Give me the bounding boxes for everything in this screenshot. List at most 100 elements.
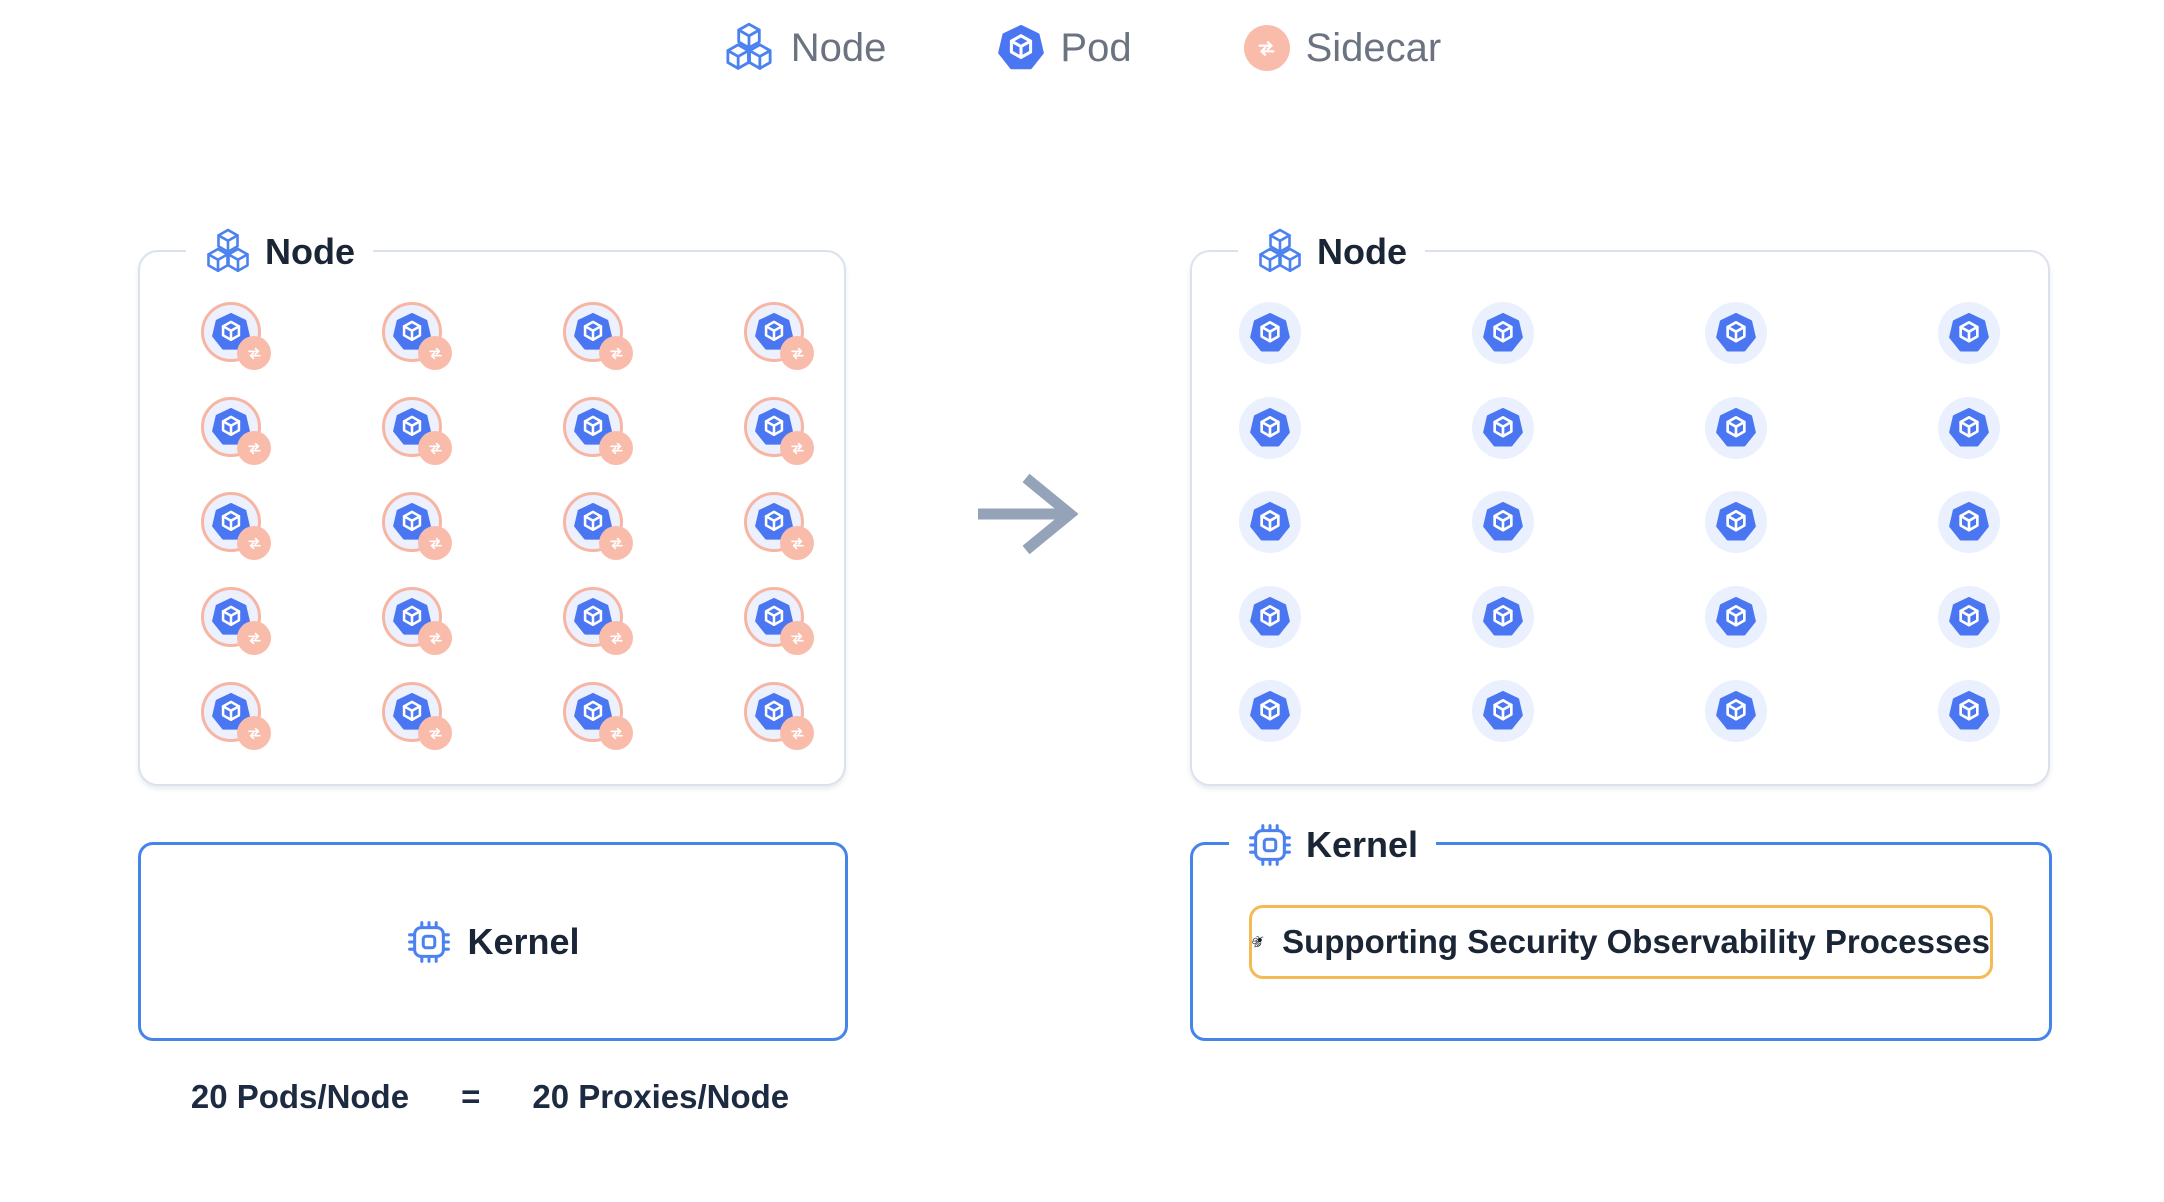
sidecar-badge	[780, 526, 814, 560]
pod-circle	[201, 302, 261, 362]
legend-pod-label: Pod	[1060, 25, 1132, 70]
kernel-box-plain: Kernel	[138, 842, 848, 1041]
pod	[1239, 396, 1301, 459]
pod	[1938, 396, 2000, 459]
pod-icon	[1716, 597, 1756, 637]
pod-with-sidecar	[201, 397, 271, 465]
pod-with-sidecar	[201, 492, 271, 560]
pod-icon	[1483, 408, 1523, 448]
kernel-label-text: Kernel	[1306, 824, 1419, 865]
pod-circle	[382, 302, 442, 362]
legend-node-label: Node	[790, 25, 887, 70]
sidecar-badge	[237, 526, 271, 560]
pod-icon	[1483, 691, 1523, 731]
sidecar-swap-icon	[244, 438, 265, 459]
cpu-chip-icon	[406, 919, 452, 965]
kernel-label: Kernel	[406, 919, 580, 965]
sidecar-badge	[599, 621, 633, 655]
pod	[1472, 396, 1534, 459]
pod-circle	[1938, 396, 2000, 459]
pod	[1705, 396, 1767, 459]
pod-icon	[1483, 502, 1523, 542]
sidecar-swap-icon	[244, 628, 265, 649]
pod-circle	[1938, 491, 2000, 553]
pod-icon	[1250, 597, 1290, 637]
pod-icon	[1250, 502, 1290, 542]
pod	[1239, 680, 1301, 742]
kernel-label: Kernel	[1229, 818, 1437, 872]
pod-circle	[1472, 396, 1534, 459]
pod-with-sidecar	[744, 302, 814, 370]
pod	[1705, 585, 1767, 648]
node-cubes-icon	[723, 22, 775, 74]
pod-circle	[1705, 585, 1767, 648]
sidecar-badge	[599, 336, 633, 370]
pod	[1472, 680, 1534, 742]
pod-circle	[744, 682, 804, 742]
sidecar-swap-icon	[425, 533, 446, 554]
pod	[1239, 585, 1301, 648]
pod-circle	[1239, 491, 1301, 553]
sidecar-swap-icon	[787, 438, 808, 459]
formula-lhs: 20 Pods/Node	[190, 1078, 410, 1115]
pod-circle	[563, 492, 623, 552]
pod-with-sidecar	[382, 492, 452, 560]
pod-with-sidecar	[382, 302, 452, 370]
pod	[1239, 491, 1301, 553]
pod	[1938, 680, 2000, 742]
process-label: Supporting Security Observability Proces…	[1282, 923, 1990, 960]
pod-icon	[1716, 408, 1756, 448]
sidecar-swap-icon	[787, 343, 808, 364]
kernel-box-with-process: Kernel Supporting Security Observability…	[1190, 818, 2052, 1041]
sidecar-badge	[418, 526, 452, 560]
sidecar-badge	[599, 526, 633, 560]
sidecar-badge	[780, 621, 814, 655]
pod-with-sidecar	[744, 492, 814, 560]
pod-circle	[1705, 302, 1767, 364]
pod-icon	[1250, 408, 1290, 448]
sidecar-badge	[418, 621, 452, 655]
pod-icon	[1949, 313, 1989, 353]
pod	[1938, 585, 2000, 648]
sidecar-swap-icon	[787, 628, 808, 649]
pod-circle	[1239, 680, 1301, 742]
sidecar-swap-icon	[425, 438, 446, 459]
pod-with-sidecar	[201, 302, 271, 370]
formula-rhs: 20 Proxies/Node	[532, 1078, 790, 1115]
sidecar-badge	[237, 431, 271, 465]
pod-icon	[1949, 691, 1989, 731]
node-box-label: Node	[1238, 225, 1425, 279]
sidecar-swap-icon	[606, 628, 627, 649]
legend-item-node: Node	[723, 22, 887, 74]
pod	[1938, 302, 2000, 364]
pod-circle	[1472, 585, 1534, 648]
sidecar-badge	[237, 621, 271, 655]
pod-icon	[1949, 502, 1989, 542]
node-box-sidecar-model: Node	[138, 225, 846, 786]
pod-with-sidecar	[744, 587, 814, 655]
pod-circle	[1472, 680, 1534, 742]
node-cubes-icon	[1256, 228, 1304, 276]
sidecar-swap-icon	[244, 533, 265, 554]
pod-icon	[1483, 313, 1523, 353]
pod-with-sidecar	[744, 682, 814, 750]
sidecar-swap-icon	[606, 438, 627, 459]
pod	[1938, 491, 2000, 553]
pod-circle	[1705, 680, 1767, 742]
pod-icon	[1250, 691, 1290, 731]
pod	[1472, 585, 1534, 648]
sidecar-badge	[780, 431, 814, 465]
pod-grid-plain	[1239, 302, 2000, 742]
pod-circle	[1472, 491, 1534, 553]
pod-icon	[1250, 313, 1290, 353]
sidecar-badge	[418, 716, 452, 750]
pod-icon	[998, 25, 1044, 71]
equals-sign: =	[461, 1078, 481, 1115]
legend-item-sidecar: Sidecar	[1243, 25, 1441, 71]
sidecar-badge	[599, 431, 633, 465]
pod-with-sidecar	[382, 397, 452, 465]
sidecar-swap-icon	[1243, 25, 1290, 71]
pod-circle	[1938, 302, 2000, 364]
sidecar-swap-icon	[244, 723, 265, 744]
